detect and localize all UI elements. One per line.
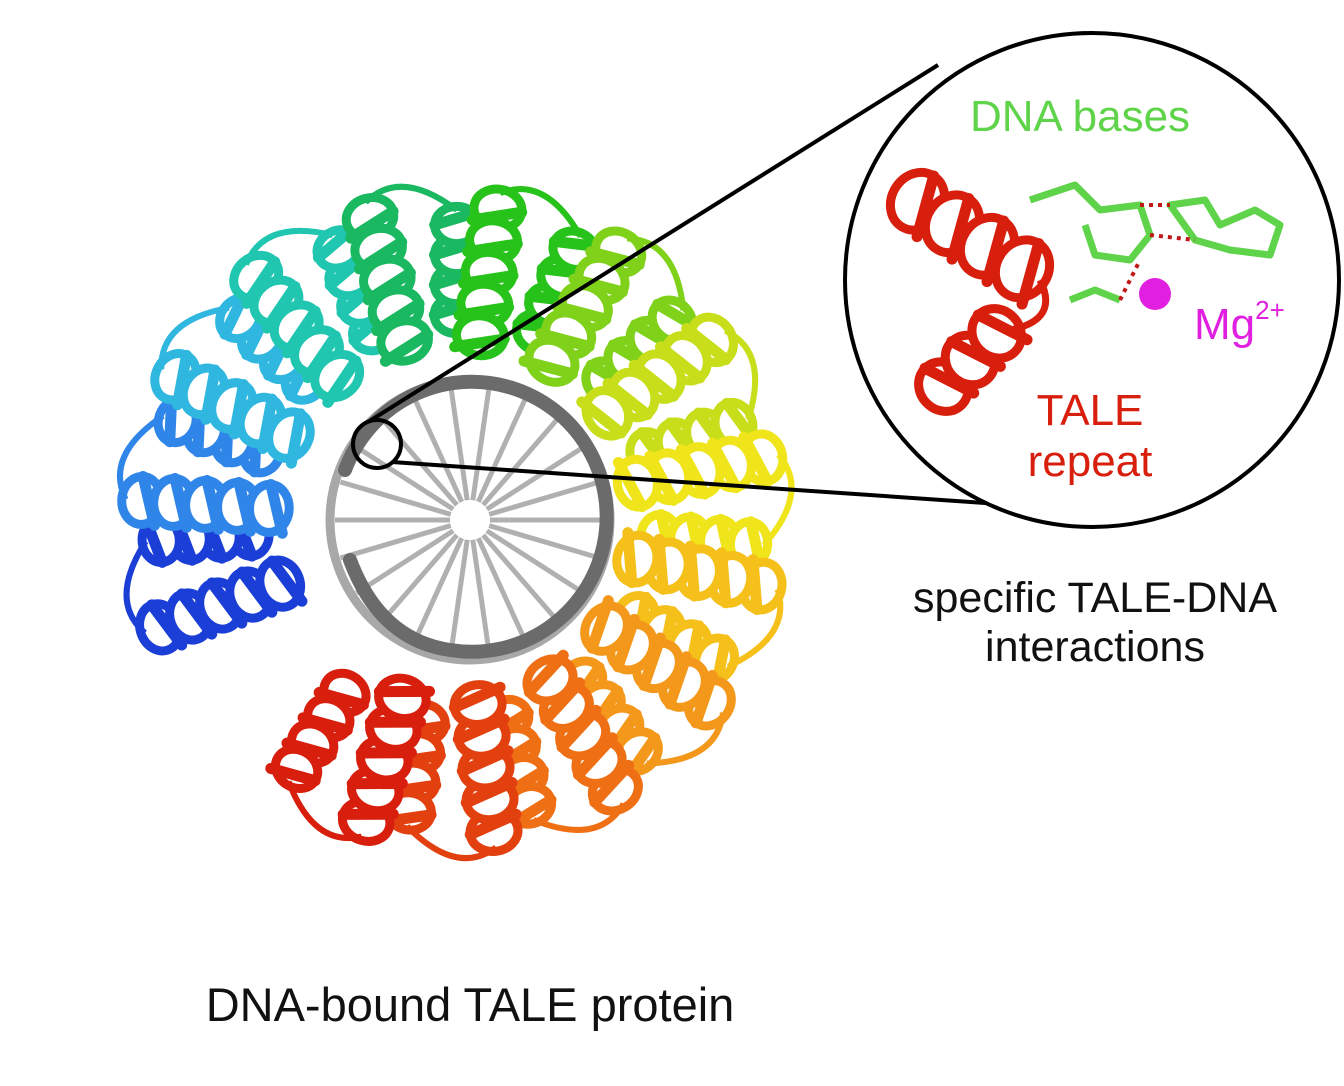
zoom-source-circle <box>351 418 403 470</box>
dna-base-pair <box>379 416 459 507</box>
hbond <box>1149 233 1196 242</box>
inset-repeat-loop <box>1009 278 1050 334</box>
dna-base-pair <box>481 416 561 507</box>
repeat-helix-b <box>265 668 371 794</box>
repeat-helix-a <box>576 312 739 441</box>
base-left <box>1028 181 1154 264</box>
mg-charge: 2+ <box>1255 295 1285 325</box>
dna-base-pair <box>470 386 492 501</box>
dna-base-pair <box>488 523 601 561</box>
dna-base-pair <box>339 479 452 517</box>
dna-base-pair <box>470 539 492 654</box>
dna-base-pair <box>448 386 470 501</box>
inset-hydrogen-bonds <box>1118 203 1196 301</box>
dna-base-pair <box>339 523 452 561</box>
dna-base-pair <box>476 537 529 644</box>
tale-repeat-9 <box>612 429 795 573</box>
inset-dna-bases <box>1028 181 1284 304</box>
dna-base-pair <box>411 537 464 644</box>
dna-base-pair <box>485 528 585 596</box>
tale-repeat-13 <box>380 680 523 862</box>
magnesium-ion-label: Mg2+ <box>1194 295 1285 351</box>
hbond <box>1118 259 1142 301</box>
tale-repeat-10 <box>611 527 787 691</box>
base-right <box>1166 196 1284 259</box>
inset-repeat-helix-upper <box>885 167 1055 310</box>
repeat-loop <box>723 328 759 421</box>
tale-protein-ribbon <box>116 183 795 862</box>
repeat-loop <box>761 452 795 547</box>
magnesium-ion-sphere <box>1139 278 1171 310</box>
repeat-helix-a <box>449 184 528 361</box>
dna-base-pair <box>476 396 529 503</box>
repeat-helix-a <box>580 595 736 731</box>
repeat-helix-a <box>337 673 435 846</box>
repeat-loop <box>646 712 726 767</box>
main-caption: DNA-bound TALE protein <box>205 978 735 1031</box>
specific-interactions-line1: specific TALE-DNA <box>912 574 1277 622</box>
repeat-helix-a <box>229 250 365 408</box>
repeat-loop <box>499 186 584 239</box>
zoom-connector-bottom <box>391 460 1015 507</box>
tale-repeat-14 <box>265 668 435 846</box>
repeat-helix-a <box>341 193 434 367</box>
repeat-loop <box>404 824 498 862</box>
sidechain <box>1068 286 1122 304</box>
repeat-loop <box>363 183 459 213</box>
repeat-loop <box>285 780 363 841</box>
dna-double-helix <box>325 374 615 665</box>
tale-repeat-label-line2: repeat <box>1027 436 1153 486</box>
repeat-helix-a <box>117 470 294 539</box>
inset-detail <box>885 167 1284 416</box>
repeat-loop <box>243 227 334 266</box>
repeat-helix-a <box>518 226 647 387</box>
dna-base-pair <box>481 533 561 624</box>
dna-base-pair <box>411 396 464 503</box>
mg-symbol: Mg <box>1194 300 1256 349</box>
repeat-helix-a <box>150 349 315 469</box>
zoom-connector-top <box>366 63 940 424</box>
repeat-helix-a <box>448 680 523 856</box>
repeat-helix-a <box>522 649 643 816</box>
inset-repeat-helix-lower <box>914 304 1033 416</box>
dna-base-pair <box>379 533 459 624</box>
repeat-loop <box>116 413 165 501</box>
tale-repeat-label-line1: TALE <box>1036 386 1144 435</box>
dna-bases-label: DNA bases <box>969 92 1191 141</box>
repeat-loop <box>123 539 149 636</box>
repeat-loop <box>726 588 784 670</box>
repeat-loop <box>626 235 687 311</box>
dna-base-pair <box>355 528 455 596</box>
specific-interactions-line2: interactions <box>985 623 1205 672</box>
dna-backbone-front <box>338 374 614 659</box>
tale-repeat-2 <box>116 390 294 539</box>
dna-base-pair <box>488 479 601 517</box>
dna-base-pair <box>485 444 585 512</box>
repeat-loop <box>158 304 230 370</box>
repeat-loop <box>532 802 627 833</box>
repeat-helix-a <box>612 527 787 616</box>
dna-base-pair <box>355 444 455 512</box>
dna-base-pair <box>448 539 470 654</box>
repeat-helix-a <box>135 555 308 656</box>
